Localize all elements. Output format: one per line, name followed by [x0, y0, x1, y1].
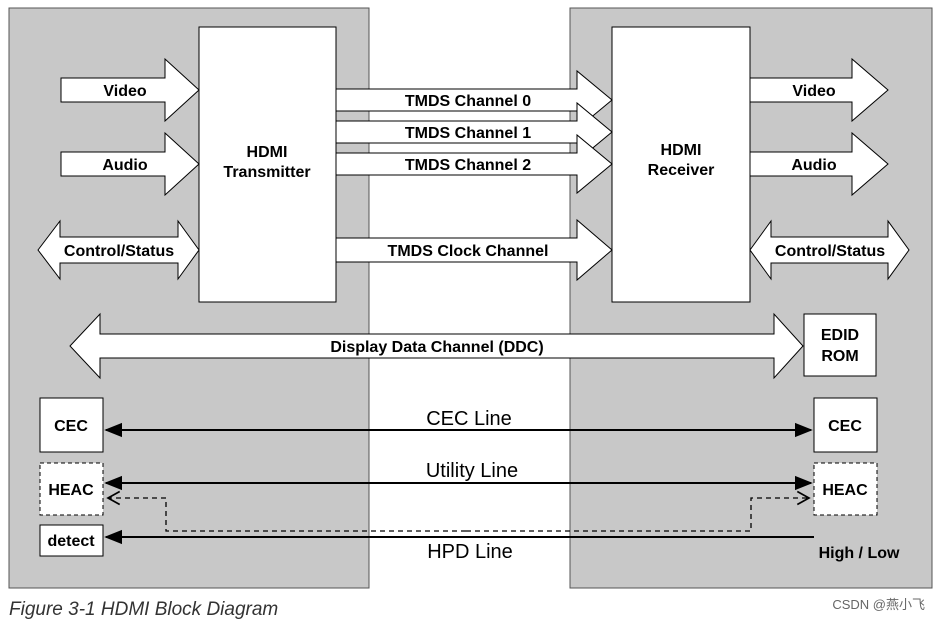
ddc-label: Display Data Channel (DDC): [330, 339, 543, 356]
tmds-channel-0-label: TMDS Channel 0: [405, 93, 531, 110]
tmds-clock-channel-label: TMDS Clock Channel: [388, 243, 549, 260]
video-output-label: Video: [792, 83, 836, 100]
left-detect-box: [39, 524, 104, 557]
left-cec-label: CEC: [54, 418, 88, 435]
hdmi-transmitter-box: [198, 26, 337, 303]
video-output-arrow: [749, 57, 889, 123]
right-cec-box: [813, 397, 878, 453]
control-status-output-label: Control/Status: [775, 243, 885, 260]
hpd-line-label: HPD Line: [427, 541, 513, 563]
left-heac-box: [39, 462, 104, 516]
tmds-channel-1-arrow: [335, 101, 613, 163]
right-cec-label: CEC: [828, 418, 862, 435]
right-heac-box: [813, 462, 878, 516]
high-low-label: High / Low: [819, 545, 900, 562]
ddc-arrow: [69, 312, 804, 380]
left-heac-label: HEAC: [48, 482, 94, 499]
hdmi-receiver-box: [611, 26, 751, 303]
audio-output-label: Audio: [791, 157, 837, 174]
tmds-channel-2-label: TMDS Channel 2: [405, 157, 531, 174]
cec-line-label: CEC Line: [426, 408, 512, 430]
right-heac-label: HEAC: [822, 482, 868, 499]
left-cec-box: [39, 397, 104, 453]
heac-dashed-link-right: [466, 490, 811, 532]
utility-line-label: Utility Line: [426, 460, 518, 482]
tmds-channel-2-arrow: [335, 133, 613, 195]
left-detect-label: detect: [47, 533, 95, 550]
audio-input-arrow: [60, 131, 200, 197]
control-status-input-arrow: [37, 219, 200, 281]
receiver-title-line1: HDMI: [661, 142, 702, 159]
control-status-input-label: Control/Status: [64, 243, 174, 260]
video-input-label: Video: [103, 83, 147, 100]
audio-input-label: Audio: [102, 157, 148, 174]
tmds-channel-0-arrow: [335, 69, 613, 131]
video-input-arrow: [60, 57, 200, 123]
tmds-channel-1-label: TMDS Channel 1: [405, 125, 531, 142]
edid-line2: ROM: [821, 348, 858, 365]
edid-line1: EDID: [821, 327, 859, 344]
transmitter-title-line1: HDMI: [247, 144, 288, 161]
control-status-output-arrow: [749, 219, 910, 281]
audio-output-arrow: [749, 131, 889, 197]
tmds-clock-channel-arrow: [335, 218, 613, 282]
receiver-title-line2: Receiver: [648, 162, 715, 179]
transmitter-title-line2: Transmitter: [223, 164, 310, 181]
watermark: CSDN @燕小飞: [832, 597, 925, 612]
heac-dashed-link-left: [106, 490, 466, 532]
figure-caption: Figure 3-1 HDMI Block Diagram: [9, 599, 278, 620]
edid-rom-box: [803, 313, 877, 377]
